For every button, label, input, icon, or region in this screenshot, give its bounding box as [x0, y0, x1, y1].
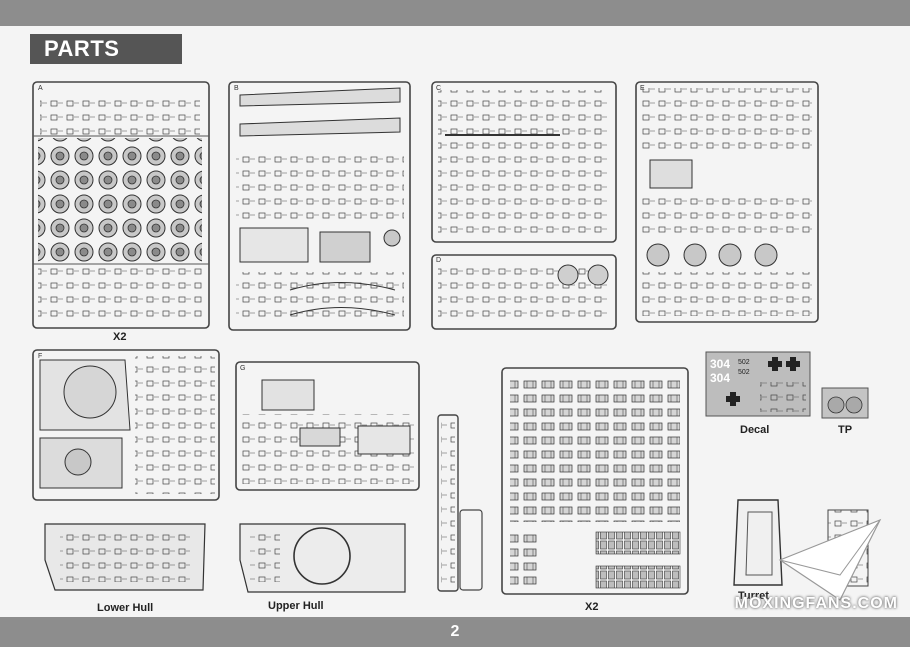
bottom-band	[0, 617, 910, 647]
lower-hull-label: Lower Hull	[97, 602, 154, 614]
sprue-small	[437, 414, 483, 592]
sprue-tracks-caption: X2	[585, 601, 599, 613]
decal-code-1: 502	[738, 359, 750, 366]
upper-hull-label: Upper Hull	[268, 600, 324, 612]
top-band	[0, 0, 910, 26]
sprue-e: E	[635, 81, 819, 323]
sprue-a-letter: A	[38, 85, 43, 92]
upper-hull	[239, 523, 406, 593]
sprue-e-letter: E	[640, 85, 645, 92]
paper-plane-icon	[778, 518, 882, 601]
sprue-d-letter: D	[436, 257, 441, 264]
sprue-g-letter: G	[240, 365, 245, 372]
sprue-b-letter: B	[234, 85, 239, 92]
decal-code-2: 502	[738, 369, 750, 376]
tp-fret	[821, 387, 869, 419]
balkenkreuz-icon	[768, 357, 782, 371]
sprue-a: A	[32, 81, 210, 329]
page-title: PARTS	[30, 34, 182, 64]
turret-label: Turret	[738, 590, 769, 602]
sprue-c-letter: C	[436, 85, 441, 92]
sprue-d: D	[431, 254, 617, 330]
sprue-b: B	[228, 81, 411, 331]
sprue-f-letter: F	[38, 353, 42, 360]
sprue-f: F	[32, 349, 220, 501]
page-number: 2	[450, 623, 460, 640]
sprue-c: C	[431, 81, 617, 243]
lower-hull	[44, 523, 206, 591]
decal-number-2: 304	[710, 371, 730, 385]
sprue-tracks	[501, 367, 689, 595]
sprue-a-caption: X2	[113, 331, 127, 343]
tp-label: TP	[838, 424, 853, 436]
watermark: MOXINGFANS.COM	[734, 595, 898, 612]
balkenkreuz-icon	[786, 357, 800, 371]
decal-sheet: 304 304 502 502	[705, 351, 811, 417]
decal-number-1: 304	[710, 357, 730, 371]
sprue-g: G	[235, 361, 420, 491]
balkenkreuz-icon	[726, 392, 740, 406]
decal-label: Decal	[740, 424, 770, 436]
